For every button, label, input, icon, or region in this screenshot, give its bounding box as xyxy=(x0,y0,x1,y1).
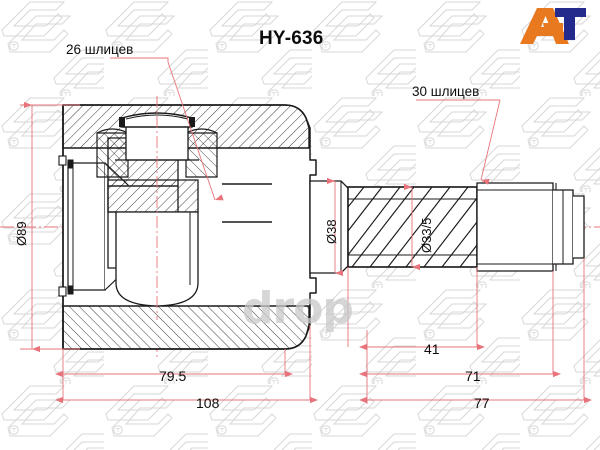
dim-line-89 xyxy=(20,101,80,353)
housing-retainer-grooves xyxy=(58,155,67,297)
callout-26-splines: 26 шлицев xyxy=(66,42,134,57)
housing-cavity-ledges xyxy=(222,183,272,223)
dimension-71-label: 71 xyxy=(465,368,481,384)
housing-wall-top-outline xyxy=(62,104,310,149)
dimension-79-5-label: 79.5 xyxy=(159,368,187,384)
diameter-38-label: Ø38 xyxy=(324,219,339,244)
dimension-77-label: 77 xyxy=(474,395,490,411)
diameter-89-label: Ø89 xyxy=(14,221,29,246)
part-number: HY-636 xyxy=(259,28,324,49)
dim-line-77 xyxy=(358,330,593,404)
drop-watermark: drop xyxy=(242,283,354,334)
drawing-geometry xyxy=(0,57,600,404)
logo-a-overlay xyxy=(543,23,563,32)
logo-letter-t xyxy=(555,8,586,40)
housing-wall-bottom-hatch xyxy=(63,306,309,349)
dimension-108-label: 108 xyxy=(196,395,220,411)
callout-30-splines: 30 шлицев xyxy=(412,84,480,99)
shaft-plain-end xyxy=(476,182,585,272)
dimension-41-label: 41 xyxy=(424,341,440,357)
leader-30-splines xyxy=(416,99,501,185)
diameter-33-5-label: Ø33/5 xyxy=(419,217,434,253)
dimension-annotations xyxy=(20,57,593,404)
leader-26-splines xyxy=(110,57,224,320)
at-brand-logo xyxy=(520,8,586,44)
